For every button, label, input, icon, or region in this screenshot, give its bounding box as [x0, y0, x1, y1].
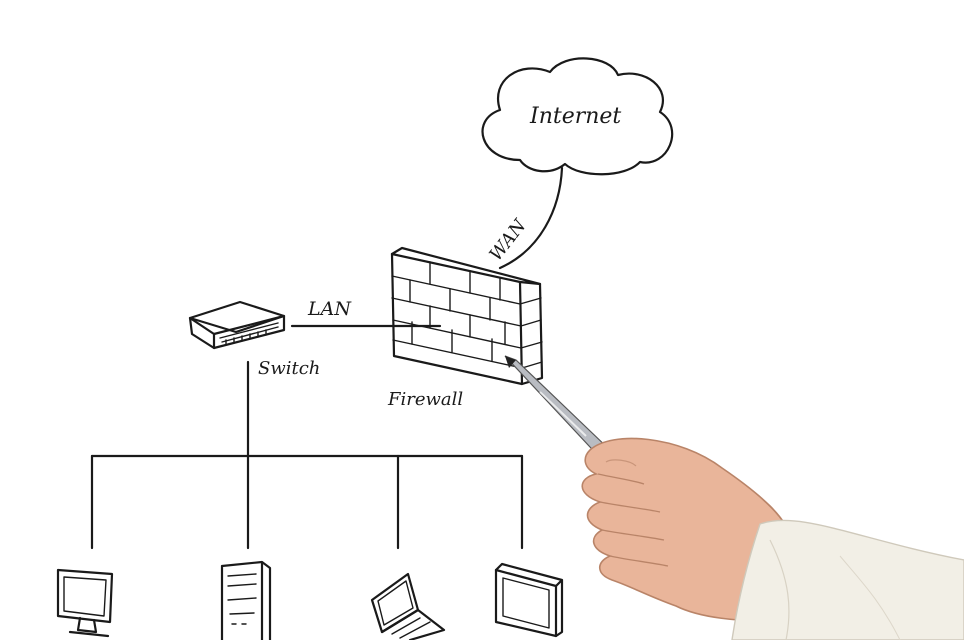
firewall-icon: [390, 246, 544, 386]
internet-label: Internet: [529, 104, 621, 129]
wan-label: WAN: [485, 215, 531, 265]
server-tower-icon: [220, 560, 272, 640]
shirt-sleeve: [731, 519, 964, 640]
firewall-label: Firewall: [387, 389, 463, 410]
internet-cloud-icon: [481, 57, 674, 176]
tablet-icon: [494, 562, 564, 638]
lan-label: LAN: [307, 298, 352, 320]
laptop-icon: [370, 572, 446, 640]
hand-icon: [581, 437, 791, 622]
switch-label: Switch: [258, 358, 320, 379]
wan-link: [498, 166, 564, 270]
monitor-icon: [56, 568, 114, 638]
switch-icon: [188, 300, 286, 350]
